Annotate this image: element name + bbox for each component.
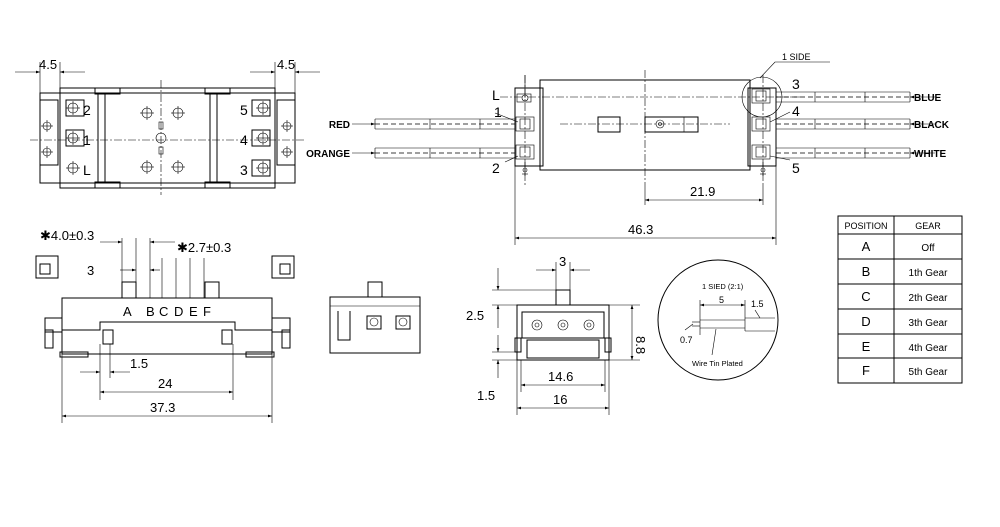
table-cell: 3th Gear (909, 318, 949, 329)
dim-top-left: 4.5 (39, 57, 57, 72)
table-cell: F (862, 363, 870, 378)
table-cell: 5th Gear (909, 367, 949, 378)
position-label: F (203, 304, 211, 319)
position-label: E (189, 304, 198, 319)
pin-label: 3 (240, 162, 248, 178)
table-cell: 1th Gear (909, 268, 949, 279)
dim-lever-width: 3 (87, 263, 94, 278)
table-header: GEAR (915, 221, 941, 231)
wire-label-red: RED (329, 120, 350, 131)
dim-wire-total: 46.3 (628, 222, 653, 237)
pin-label: L (492, 87, 500, 103)
pin-label: 2 (492, 160, 500, 176)
dim-span-total: 37.3 (150, 400, 175, 415)
wire-label-black: BLACK (914, 120, 950, 131)
position-label: A (123, 304, 132, 319)
table-header: POSITION (844, 221, 887, 231)
dim-side-top: 3 (559, 254, 566, 269)
dim-side-bottom: 1.5 (477, 388, 495, 403)
pin-label: 4 (240, 132, 248, 148)
detail-dim-b: 1.5 (751, 299, 764, 309)
pin-label: 1 (494, 104, 502, 120)
pin-label: 4 (792, 103, 800, 119)
pin-label: L (83, 162, 91, 178)
pin-label: 5 (792, 160, 800, 176)
front-view: ✱4.0±0.3 ✱2.7±0.3 3 A B C D E F 1.5 24 3… (35, 228, 295, 423)
dim-side-width: 16 (553, 392, 567, 407)
position-label: C (159, 304, 168, 319)
wire-label-blue: BLUE (914, 93, 942, 104)
detail-title: 1 SIED (2:1) (702, 282, 744, 291)
dim-wire-run: 21.9 (690, 184, 715, 199)
wired-view: RED ORANGE BLUE BLACK WHITE L 1 2 3 4 5 … (306, 52, 950, 245)
table-cell: C (861, 289, 870, 304)
detail-dim-a: 5 (719, 295, 724, 305)
table-cell: D (861, 314, 870, 329)
pin-label: 1 (83, 132, 91, 148)
position-label: D (174, 304, 183, 319)
dim-slot: 1.5 (130, 356, 148, 371)
dim-side-inner: 14.6 (548, 369, 573, 384)
wire-label-orange: ORANGE (306, 149, 350, 160)
detail-caption: Wire Tin Plated (692, 359, 743, 368)
table-cell: 2th Gear (909, 293, 949, 304)
side-view: 3 2.5 8.8 1.5 14.6 16 (466, 254, 648, 415)
pin-label: 2 (83, 102, 91, 118)
dim-top-right: 4.5 (277, 57, 295, 72)
dim-gap-a: ✱4.0±0.3 (40, 228, 94, 243)
side-callout: 1 SIDE (782, 52, 811, 62)
table-cell: B (862, 264, 871, 279)
dim-side-left: 2.5 (466, 308, 484, 323)
table-cell: 4th Gear (909, 343, 949, 354)
pin-label: 5 (240, 102, 248, 118)
end-view (329, 281, 421, 354)
detail-dim-c: 0.7 (680, 335, 693, 345)
table-cell: A (862, 239, 871, 254)
dim-gap-b: ✱2.7±0.3 (177, 240, 231, 255)
wire-label-white: WHITE (914, 149, 947, 160)
wire-detail: 1 SIED (2:1) 5 1.5 0.7 Wire Tin Plated (657, 259, 779, 381)
table-cell: E (862, 339, 871, 354)
position-label: B (146, 304, 155, 319)
gear-table: POSITION GEAR A Off B 1th Gear C 2th Gea… (837, 215, 963, 384)
top-view: 4.5 4.5 2 1 L 5 4 3 (15, 57, 320, 195)
pin-label: 3 (792, 76, 800, 92)
dim-side-height: 8.8 (633, 336, 648, 354)
dim-span-inner: 24 (158, 376, 172, 391)
table-cell: Off (921, 243, 934, 254)
